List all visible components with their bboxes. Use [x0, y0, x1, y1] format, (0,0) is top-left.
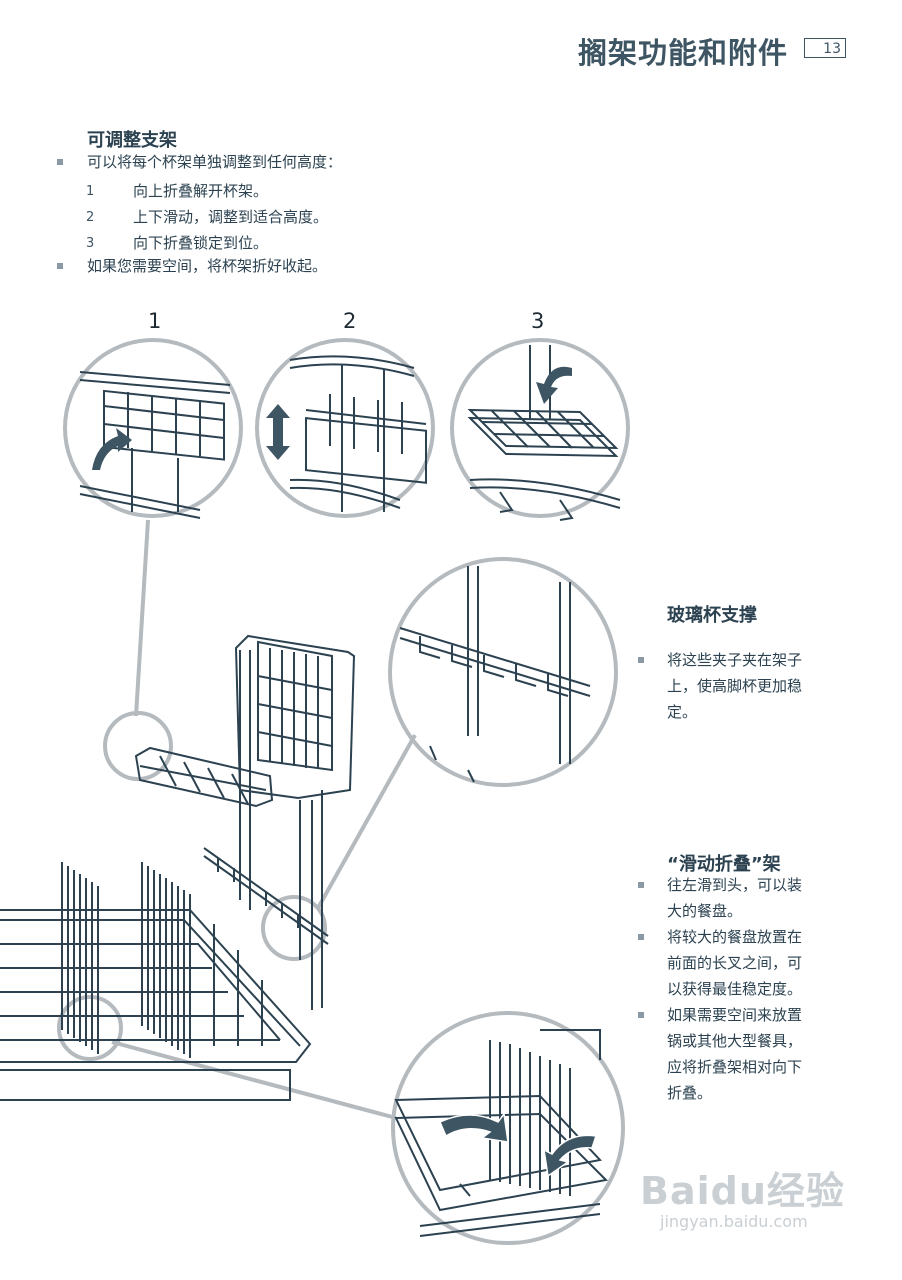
main-rack-assembly — [0, 634, 356, 1101]
arrow-up-icon — [92, 428, 132, 470]
glass-support-line: 定。 — [667, 703, 698, 721]
slide-fold-line: 折叠。 — [667, 1084, 713, 1102]
slide-fold-line: 如果需要空间来放置 — [667, 1006, 803, 1024]
page-title: 搁架功能和附件 — [577, 36, 788, 70]
arrow-down-icon — [536, 366, 572, 404]
arrow-up-down-icon — [266, 404, 290, 460]
bullet-marker — [638, 882, 644, 888]
step-text: 上下滑动，调整到适合高度。 — [133, 208, 329, 226]
slide-fold-line: 以获得最佳稳定度。 — [667, 980, 803, 998]
slide-fold-line: 前面的长叉之间，可 — [667, 954, 803, 972]
glass-support-line: 上，使高脚杯更加稳 — [667, 677, 803, 695]
arrow-left-icon — [543, 1134, 597, 1178]
glass-support-detail — [399, 566, 591, 783]
bullet-marker — [57, 263, 63, 269]
slide-fold-line: 锅或其他大型餐具， — [667, 1032, 803, 1050]
callout-lines — [57, 338, 630, 1245]
callout-2-detail — [289, 355, 427, 512]
bullet-marker — [638, 657, 644, 663]
slide-fold-line: 大的餐盘。 — [667, 902, 743, 920]
slide-fold-line: 将较大的餐盘放置在 — [667, 928, 803, 946]
section-heading-adjustable-rack: 可调整支架 — [87, 130, 177, 151]
figure-label-3: 3 — [531, 309, 545, 333]
callout-1-detail — [79, 371, 231, 519]
baidu-watermark-url: jingyan.baidu.com — [660, 1212, 808, 1231]
figure-label-1: 1 — [148, 309, 162, 333]
bullet-marker — [638, 1012, 644, 1018]
step-text: 向上折叠解开杯架。 — [133, 182, 269, 200]
section-heading-glass-support: 玻璃杯支撑 — [667, 605, 757, 626]
step-number: 1 — [86, 184, 95, 199]
step-number: 2 — [86, 210, 95, 225]
arrow-right-icon — [439, 1112, 509, 1143]
slide-fold-line: 应将折叠架相对向下 — [667, 1058, 803, 1076]
bullet-marker — [57, 159, 63, 165]
baidu-watermark-logo: Baidu经验 — [640, 1169, 845, 1213]
section-heading-slide-fold-rack: “滑动折叠”架 — [667, 854, 781, 875]
glass-support-line: 将这些夹子夹在架子 — [667, 651, 803, 669]
callout-3-detail — [467, 345, 621, 521]
adjustable-rack-note: 如果您需要空间，将杯架折好收起。 — [87, 257, 328, 275]
step-number: 3 — [86, 236, 95, 251]
step-text: 向下折叠锁定到位。 — [133, 234, 269, 252]
adjustable-rack-intro: 可以将每个杯架单独调整到任何高度： — [87, 153, 343, 171]
figure-label-2: 2 — [343, 309, 357, 333]
slide-fold-line: 往左滑到头，可以装 — [667, 876, 803, 894]
page-number: 13 — [804, 38, 846, 58]
bullet-marker — [638, 934, 644, 940]
